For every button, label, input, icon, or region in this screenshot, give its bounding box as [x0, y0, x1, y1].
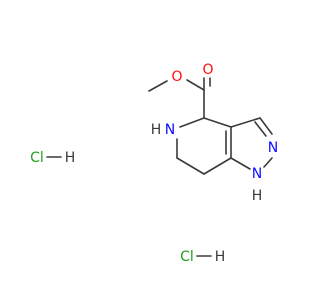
- bond: [230, 157, 251, 170]
- salt-hydrogen-label: H: [65, 150, 76, 166]
- bond: [176, 157, 205, 175]
- ester-oxygen-label: O: [171, 69, 182, 85]
- bond: [203, 117, 232, 128]
- salt-hydrogen-label: H: [215, 249, 226, 265]
- molecule-diagram: O O H N N N H Cl H Cl H: [30, 62, 278, 265]
- pyrazole-n1-label: N: [252, 166, 262, 182]
- bond: [186, 79, 205, 91]
- pyrazole-n1-h-label: H: [252, 188, 263, 204]
- ring-nitrogen-h-label: H: [151, 122, 162, 138]
- structure-canvas: O O H N N N H Cl H Cl H: [30, 62, 278, 265]
- bond: [203, 157, 232, 175]
- bond: [230, 117, 261, 128]
- bonds: [46, 77, 273, 257]
- pyrazole-n2-label: N: [268, 140, 278, 156]
- bond: [179, 117, 205, 128]
- bond: [148, 80, 168, 92]
- bond: [259, 117, 273, 135]
- salt-chlorine-label: Cl: [30, 150, 44, 166]
- bond: [254, 121, 267, 137]
- ring-nitrogen-label: N: [165, 122, 175, 138]
- salt-chlorine-label: Cl: [180, 249, 194, 265]
- bond: [263, 157, 273, 168]
- atom-labels: O O H N N N H Cl H Cl H: [30, 62, 278, 265]
- carbonyl-oxygen-label: O: [202, 62, 213, 78]
